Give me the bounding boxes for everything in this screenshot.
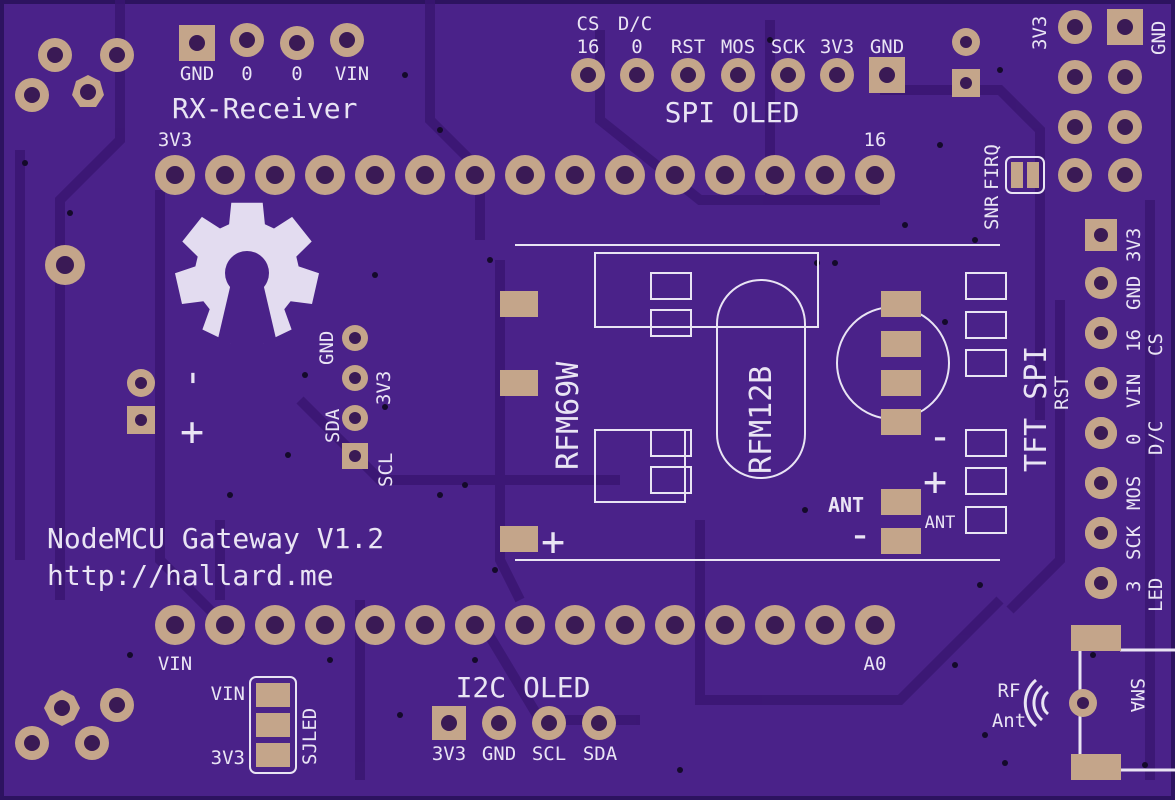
rx-pin-label-vin: VIN (335, 63, 369, 85)
misc-pads-bottom-left (15, 688, 134, 760)
nodemcu-label-16: 16 (864, 129, 887, 151)
spi-oled-label-3v3: 3V3 (820, 36, 854, 58)
spi-oled-label-rst: RST (671, 36, 705, 58)
rx-receiver-title: RX-Receiver (172, 92, 357, 125)
i2c-side-label-gnd: GND (316, 331, 338, 365)
top-right-header: 3V3 GND SNR FIRQ (981, 9, 1170, 230)
nodemcu-bottom-row (155, 605, 895, 645)
spi-oled-label-dc: D/C (618, 13, 652, 35)
spi-oled-label-cs: CS (577, 13, 600, 35)
tft-minus: - (928, 414, 952, 460)
spi-oled-label-sck: SCK (771, 36, 806, 58)
spi-oled-label-gnd: GND (870, 36, 904, 58)
sjled-label-3v3: 3V3 (211, 747, 245, 769)
sma-connector: SMA RF Ant (992, 625, 1175, 780)
tr-label-firq: FIRQ (981, 144, 1003, 190)
vias (22, 37, 1148, 773)
nodemcu-label-a0: A0 (864, 653, 887, 675)
i2c-side-header: GND 3V3 SDA SCL (316, 325, 397, 487)
spi-oled-label-mos: MOS (721, 36, 755, 58)
i2c-oled-label-sda: SDA (583, 743, 618, 765)
tft-label-16: 16 (1123, 329, 1145, 352)
tft-label-3: 3 (1123, 581, 1145, 592)
rx-receiver-header: GND 0 0 VIN RX-Receiver (172, 23, 369, 125)
tft-label-vin: VIN (1123, 374, 1145, 408)
tr-label-snr: SNR (981, 195, 1003, 230)
radio-plus: + (541, 519, 565, 565)
rfm12-label: RFM12B (744, 366, 779, 474)
tr-label-3v3: 3V3 (1029, 16, 1051, 50)
radio-minus: - (848, 512, 872, 558)
tft-label-dc: D/C (1145, 421, 1167, 455)
rf-signal-icon (1023, 678, 1050, 728)
tft-label-gnd: GND (1123, 276, 1145, 310)
tft-spi-title: TFT SPI (1019, 346, 1054, 472)
sjled-jumper: VIN 3V3 SJLED (211, 676, 321, 774)
spi-oled-title: SPI OLED (665, 96, 800, 129)
i2c-oled-label-3v3: 3V3 (432, 743, 466, 765)
tft-label-0: 0 (1123, 434, 1145, 445)
board-url: http://hallard.me (47, 559, 334, 592)
i2c-side-label-3v3: 3V3 (373, 371, 395, 405)
tft-label-mos: MOS (1123, 476, 1145, 510)
sjled-label-vin: VIN (211, 683, 245, 705)
rf-label: RF (998, 680, 1021, 702)
misc-pads-top-left (15, 38, 134, 112)
i2c-oled-label-scl: SCL (532, 743, 566, 765)
tft-plus: + (923, 459, 947, 505)
sjled-label: SJLED (299, 708, 321, 765)
spi-oled-label-16: 16 (577, 36, 600, 58)
rf-ant-label: Ant (992, 710, 1026, 732)
power-connector-left: - + (127, 366, 214, 455)
tft-label-sck: SCK (1123, 525, 1145, 560)
left-pad (45, 245, 85, 285)
i2c-oled-title: I2C OLED (456, 671, 591, 704)
i2c-side-label-sda: SDA (322, 408, 344, 443)
radio-ant-label: ANT (828, 493, 864, 517)
tft-rst-label: RST (1051, 376, 1073, 410)
polarity-plus: + (180, 409, 204, 455)
tft-ant-label: ANT (925, 513, 956, 533)
spi-oled-header: CS D/C 16 0 RST MOS SCK 3V3 GND SPI OLED (571, 13, 905, 129)
board-title: NodeMCU Gateway V1.2 (47, 522, 384, 555)
rx-pin-label-0a: 0 (241, 63, 252, 85)
tr-label-gnd: GND (1148, 21, 1170, 55)
nodemcu-label-3v3: 3V3 (158, 129, 192, 151)
tft-label-3v3: 3V3 (1123, 228, 1145, 262)
i2c-oled-label-gnd: GND (482, 743, 516, 765)
i2c-oled-header: I2C OLED 3V3 GND SCL SDA (432, 671, 618, 765)
spi-oled-label-0: 0 (631, 36, 642, 58)
tft-spi-header: TFT SPI RST 3V3 GND 16 CS VIN 0 D/C MOS … (1019, 219, 1167, 612)
snr-pads (952, 28, 980, 97)
radio-module-area: RFM69W RFM12B + ANT - - + ANT (500, 244, 1007, 565)
oshw-gear-icon (175, 202, 319, 344)
polarity-minus: - (168, 366, 214, 390)
rx-pin-label-gnd: GND (180, 63, 214, 85)
nodemcu-top-row (155, 155, 895, 195)
tft-label-led: LED (1145, 578, 1167, 612)
i2c-side-label-scl: SCL (375, 453, 397, 487)
rfm69-label: RFM69W (551, 361, 586, 470)
rx-pin-label-0b: 0 (291, 63, 302, 85)
sma-label: SMA (1126, 678, 1148, 713)
tft-label-cs: CS (1145, 333, 1167, 356)
nodemcu-label-vin: VIN (158, 653, 192, 675)
